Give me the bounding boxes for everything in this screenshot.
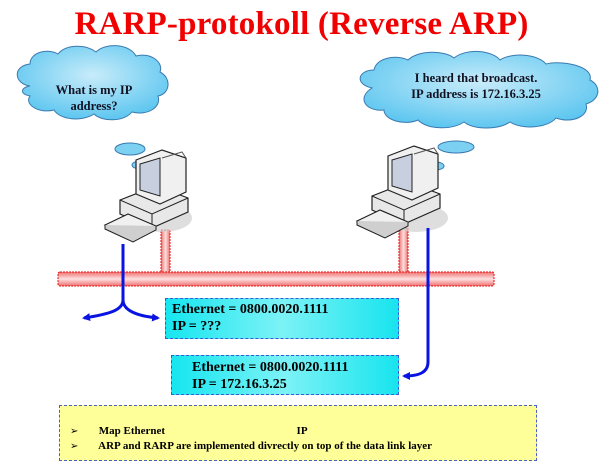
- broadcast-signal-arrow: [82, 244, 160, 322]
- computer-right-icon: [355, 145, 448, 239]
- page-title: RARP-protokoll (Reverse ARP): [74, 6, 529, 42]
- cloud-line: I heard that broadcast.: [414, 71, 538, 85]
- drop-cable-right: [398, 227, 409, 273]
- info-line: IP = ???: [172, 319, 222, 334]
- note-map-right: IP: [296, 425, 308, 437]
- reply-info-box: Ethernet = 0800.0020.1111 IP = 172.16.3.…: [171, 355, 399, 395]
- ethernet-bus: [57, 271, 495, 287]
- note-item-layer: ➢ ARP and RARP are implemented divrectly…: [70, 440, 432, 452]
- summary-note: ➢ Map Ethernet IP ➢ ARP and RARP are imp…: [59, 405, 537, 461]
- cloud-line: address?: [70, 99, 118, 113]
- reply-signal-arrow: [402, 228, 430, 380]
- cloud-line: IP address is 172.16.3.25: [411, 87, 541, 101]
- thought-cloud-right: [359, 51, 599, 171]
- computer-left-icon: [103, 149, 192, 243]
- note-item-map: ➢ Map Ethernet IP: [70, 425, 308, 437]
- arrowhead-bullet-icon: ➢: [70, 426, 79, 437]
- thought-bubble-small: [437, 140, 475, 154]
- info-line: Ethernet = 0800.0020.1111: [172, 302, 329, 317]
- thought-cloud-left: [16, 45, 169, 170]
- drop-cable-left: [160, 229, 171, 273]
- cloud-line: What is my IP: [55, 83, 133, 97]
- note-map-left: Map Ethernet: [98, 425, 166, 437]
- arrowhead-bullet-icon: ➢: [70, 441, 79, 452]
- cloud-text-right: I heard that broadcast. IP address is 17…: [366, 70, 586, 102]
- info-line: Ethernet = 0800.0020.1111: [192, 360, 349, 375]
- cloud-text-left: What is my IP address?: [34, 82, 154, 114]
- thought-bubble-small: [114, 142, 146, 156]
- info-line: IP = 172.16.3.25: [192, 377, 287, 392]
- note-layer-text: ARP and RARP are implemented divrectly o…: [98, 440, 433, 452]
- request-info-box: Ethernet = 0800.0020.1111 IP = ???: [165, 298, 399, 339]
